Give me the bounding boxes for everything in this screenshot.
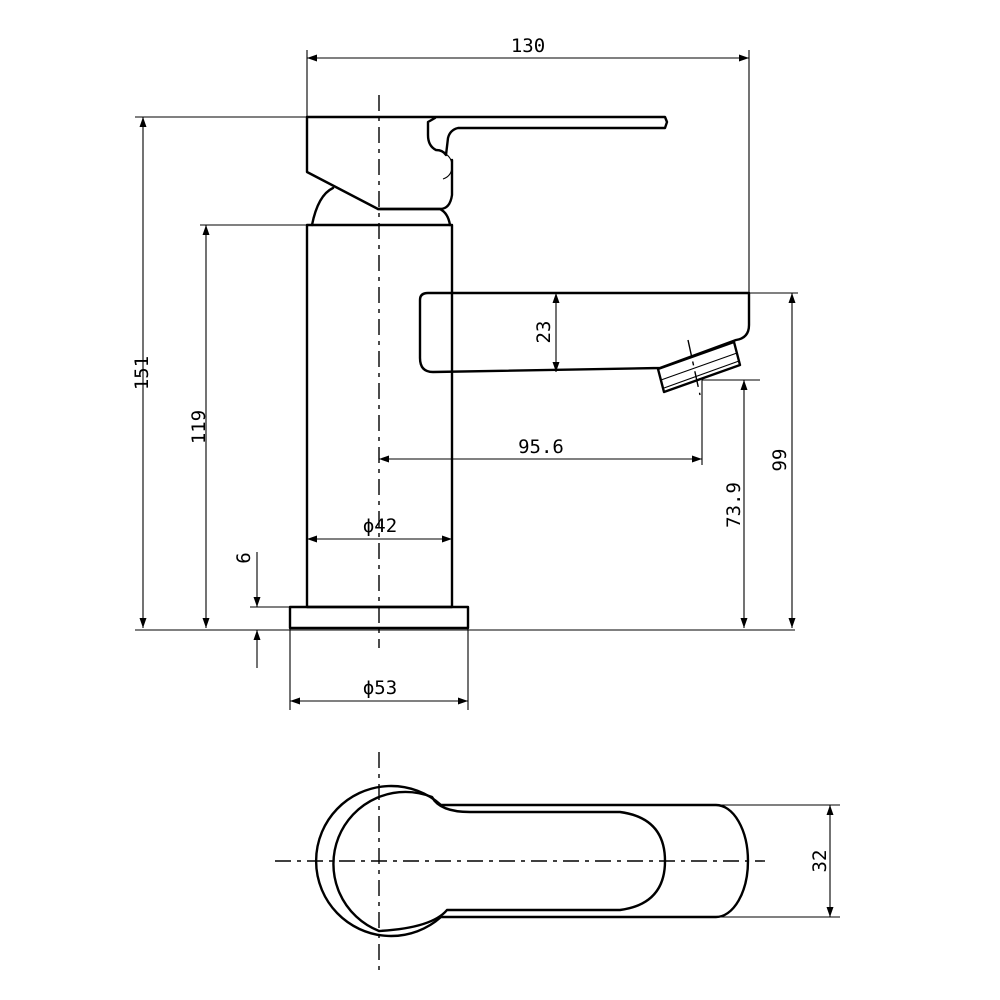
top-view: 32 (275, 752, 840, 972)
lever-handle (305, 115, 669, 157)
handle-outline-inner (332, 790, 667, 933)
dim-body-diameter: ϕ42 (363, 515, 397, 537)
dim-base-thickness: 6 (233, 552, 255, 563)
dimension-lines: 130 151 119 6 23 95.6 73.9 99 ϕ42 ϕ53 (131, 35, 798, 710)
dim-outlet-height: 73.9 (723, 482, 745, 528)
dim-handle-width: 32 (809, 850, 831, 873)
aerator (656, 340, 742, 394)
dim-spout-top-height: 99 (769, 449, 791, 472)
dim-base-diameter: ϕ53 (363, 677, 397, 699)
dim-overall-width: 130 (511, 35, 545, 57)
dim-spout-thickness: 23 (533, 321, 555, 344)
lever-pivot (441, 151, 453, 180)
aerator-centerline (687, 339, 701, 396)
cartridge-collar (376, 207, 452, 227)
dim-overall-height: 151 (131, 356, 153, 390)
lever-block (305, 115, 454, 211)
dim-body-height: 119 (188, 410, 210, 444)
side-elevation-view (288, 95, 751, 648)
dim-spout-reach: 95.6 (518, 436, 564, 458)
handle-outline-outer (314, 784, 750, 938)
spout (418, 291, 751, 374)
cartridge-dome (310, 186, 335, 227)
